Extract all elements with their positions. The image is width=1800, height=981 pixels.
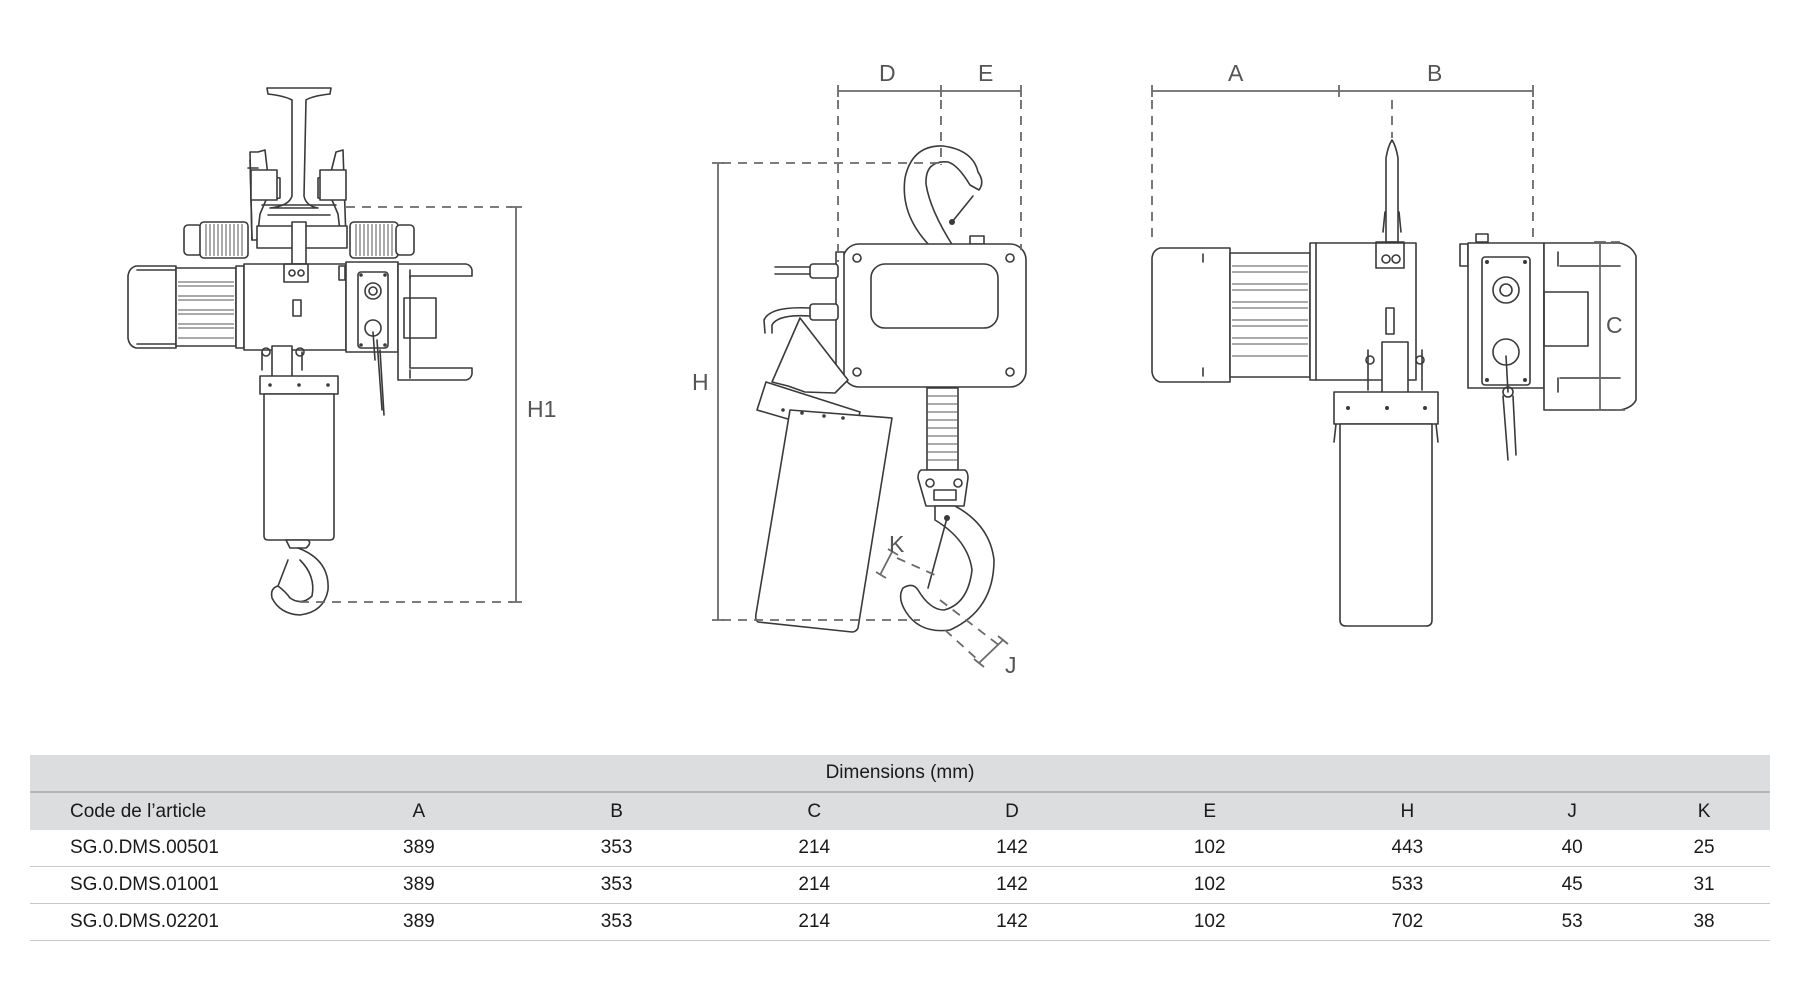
- column-header-b: B: [610, 800, 623, 822]
- label-j: J: [1005, 652, 1017, 678]
- power-connectors: [763, 263, 839, 334]
- i-beam: [266, 87, 332, 209]
- cell-d: 142: [913, 866, 1111, 904]
- cell-k: 31: [1638, 866, 1770, 904]
- table-title-row: Dimensions (mm): [30, 755, 1770, 793]
- suspension-lug: [1382, 139, 1402, 243]
- trolley-wheel-left: [183, 221, 249, 259]
- column-header-c: C: [807, 800, 822, 822]
- column-header-j: J: [1567, 800, 1577, 822]
- label-k: K: [889, 531, 905, 557]
- label-h1: H1: [527, 396, 557, 422]
- chain-guide-right: [397, 263, 473, 381]
- trolley-frame: [247, 149, 348, 265]
- motor: [127, 265, 245, 349]
- cell-code: SG.0.DMS.01001: [30, 866, 320, 904]
- cell-c: 214: [715, 866, 914, 904]
- chain-bag-side: [754, 317, 893, 633]
- cell-d: 142: [913, 830, 1111, 867]
- top-hook: [903, 145, 985, 247]
- table-row: SG.0.DMS.01001 389 353 214 142 102 533 4…: [30, 866, 1770, 904]
- dimension-h1: [300, 206, 522, 603]
- label-c: C: [1606, 312, 1623, 338]
- dimension-a-b: [1151, 85, 1534, 244]
- cell-j: 40: [1506, 830, 1639, 867]
- cell-h: 533: [1308, 866, 1507, 904]
- cell-code: SG.0.DMS.02201: [30, 903, 320, 941]
- trolley-wheel-right: [349, 221, 415, 259]
- cell-k: 25: [1638, 830, 1770, 867]
- hoist-side-view: [712, 85, 1027, 668]
- dimension-k: [875, 548, 936, 579]
- label-d: D: [879, 60, 896, 86]
- column-header-k: K: [1697, 800, 1711, 822]
- table-title: Dimensions (mm): [30, 755, 1770, 793]
- control-panel: [345, 261, 399, 416]
- table-row: SG.0.DMS.00501 389 353 214 142 102 443 4…: [30, 830, 1770, 867]
- label-e: E: [978, 60, 994, 86]
- column-header-e: E: [1203, 800, 1216, 822]
- cell-d: 142: [913, 903, 1111, 941]
- bottom-hook: [270, 539, 329, 616]
- cell-e: 102: [1110, 866, 1309, 904]
- chain-spring: [926, 387, 959, 471]
- dimension-c: [1594, 241, 1625, 411]
- table-row: SG.0.DMS.02201 389 353 214 142 102 702 5…: [30, 903, 1770, 941]
- cell-b: 353: [517, 866, 716, 904]
- cell-j: 53: [1506, 903, 1639, 941]
- dimension-h: [712, 162, 940, 621]
- cell-a: 389: [320, 830, 518, 867]
- chain-bag: [259, 345, 339, 541]
- cell-b: 353: [517, 903, 716, 941]
- hoist-technical-drawings: [127, 85, 1637, 668]
- column-header-h: H: [1400, 800, 1415, 822]
- column-header-d: D: [1005, 800, 1019, 822]
- column-header-a: A: [412, 800, 426, 822]
- gear-housing: [835, 243, 1027, 388]
- cell-h: 443: [1308, 830, 1507, 867]
- cell-e: 102: [1110, 830, 1309, 867]
- control-panel-front: [1467, 242, 1545, 461]
- load-block: [917, 469, 969, 507]
- cell-code: SG.0.DMS.00501: [30, 830, 320, 867]
- hoist-front-view: [1151, 85, 1637, 627]
- column-header-code: Code de l’article: [70, 800, 207, 822]
- cell-j: 45: [1506, 866, 1639, 904]
- bottom-hook-side: [899, 505, 995, 632]
- cell-a: 389: [320, 866, 518, 904]
- cell-k: 38: [1638, 903, 1770, 941]
- cell-c: 214: [715, 830, 914, 867]
- label-b: B: [1427, 60, 1443, 86]
- hoist-trolley-front-view: [127, 87, 522, 616]
- cell-a: 389: [320, 903, 518, 941]
- table-header-row: Code de l’article A B C D E H J K: [30, 792, 1770, 830]
- cell-h: 702: [1308, 903, 1507, 941]
- cell-b: 353: [517, 830, 716, 867]
- dimensions-table: Dimensions (mm) Code de l’article A B C …: [30, 755, 1770, 941]
- cell-c: 214: [715, 903, 914, 941]
- label-a: A: [1228, 60, 1244, 86]
- chain-bag-front: [1333, 341, 1439, 627]
- dimension-j: [939, 599, 1009, 668]
- label-h: H: [692, 369, 709, 395]
- cell-e: 102: [1110, 903, 1309, 941]
- dimension-d-e: [837, 85, 1022, 262]
- motor-front: [1151, 247, 1311, 383]
- gearbox-body: [243, 263, 347, 351]
